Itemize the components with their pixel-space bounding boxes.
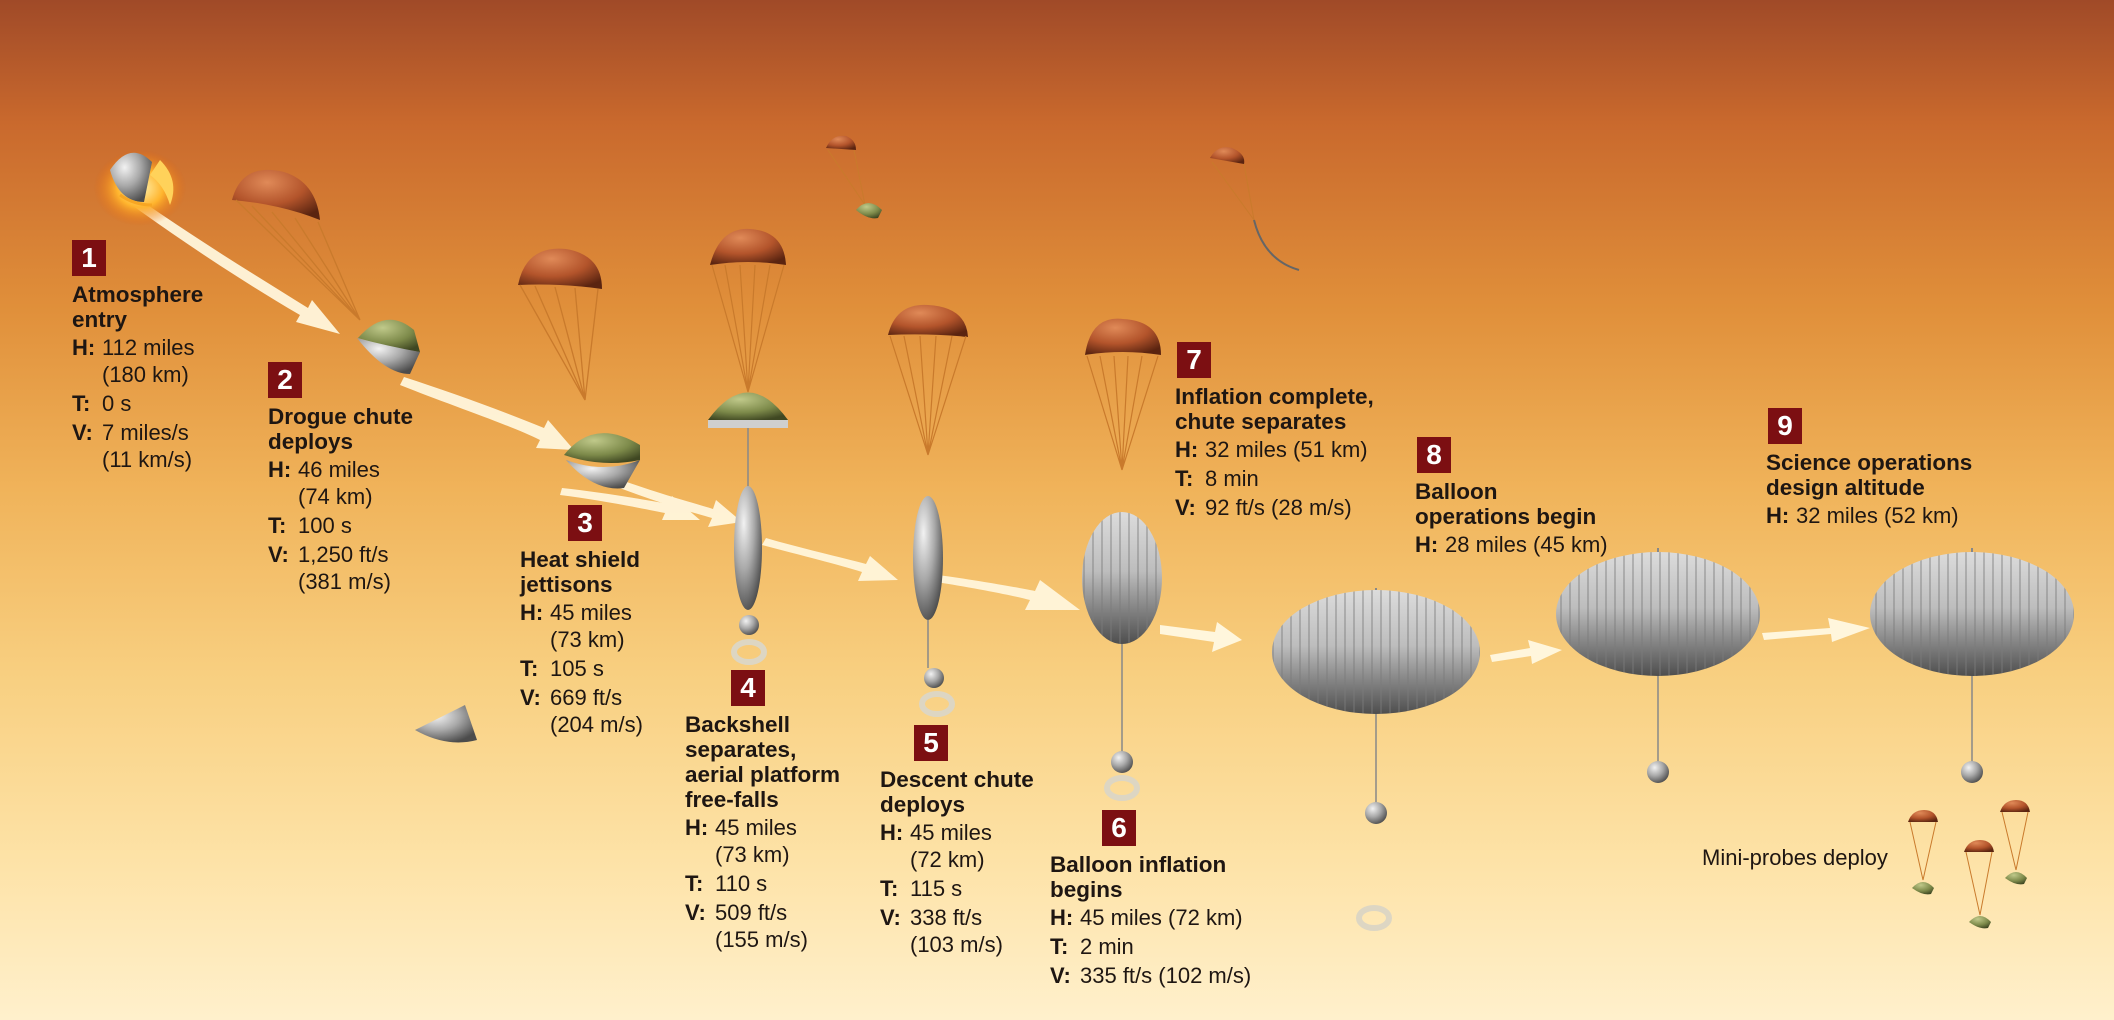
step-title: Drogue chute deploys [268,404,414,454]
step-title: Backshell separates, aerial platform fre… [685,712,841,812]
step-4: 4 Backshell separates, aerial platform f… [685,670,840,955]
velocity-stat: V:92 ft/s (28 m/s) [1175,495,1352,520]
step-number-badge: 7 [1177,342,1211,378]
velocity-stat: V:7 miles/s (11 km/s) [72,420,193,472]
inflating-balloon-6 [1082,318,1162,801]
step-title: Science operations design altitude [1766,450,1973,500]
descent-chute-5 [888,304,968,717]
mini-chute-top [826,135,1300,271]
step-title: Balloon inflation begins [1050,852,1227,902]
step-6: 6 Balloon inflation begins H:45 miles (7… [1050,810,1251,991]
height-stat: H:45 miles (72 km) [1050,905,1243,930]
step-title: Descent chute deploys [880,767,1034,817]
main-chute-3 [518,248,640,489]
step-number-badge: 2 [268,362,302,398]
step-1: 1 Atmosphere entry H:112 miles (180 km) … [72,240,203,475]
time-stat: T:8 min [1175,466,1259,491]
step-number-badge: 1 [72,240,106,276]
time-stat: T:115 s [880,876,963,901]
time-stat: T:100 s [268,513,352,538]
step-title: Balloon operations begin [1415,479,1597,529]
step-number-badge: 9 [1768,408,1802,444]
backshell-4 [708,228,788,665]
height-stat: H:32 miles (51 km) [1175,437,1368,462]
step-3: 3 Heat shield jettisons H:45 miles (73 k… [520,505,643,740]
time-stat: T:110 s [685,871,768,896]
velocity-stat: V:669 ft/s (204 m/s) [520,685,643,737]
height-stat: H:32 miles (52 km) [1766,503,1959,528]
velocity-stat: V:338 ft/s (103 m/s) [880,905,1003,957]
step-5: 5 Descent chute deploys H:45 miles (72 k… [880,725,1034,960]
balloon-7 [1272,588,1480,931]
velocity-stat: V:509 ft/s (155 m/s) [685,900,808,952]
balloon-8 [1556,548,1760,783]
step-title: Inflation complete, chute separates [1175,384,1374,434]
step-number-badge: 3 [568,505,602,541]
balloon-9 [1870,548,2074,783]
mini-probes-label: Mini-probes deploy [1702,845,1888,870]
step-title: Atmosphere entry [72,282,204,332]
step-number-badge: 5 [914,725,948,761]
heat-shield-falling [415,705,477,743]
step-2: 2 Drogue chute deploys H:46 miles (74 km… [268,362,413,597]
time-stat: T:2 min [1050,934,1134,959]
step-number-badge: 8 [1417,437,1451,473]
height-stat: H:46 miles (74 km) [268,457,380,509]
trajectory-arrows [125,194,1080,610]
time-stat: T:0 s [72,391,132,416]
time-stat: T:105 s [520,656,604,681]
height-stat: H:45 miles (73 km) [685,815,797,867]
step-title: Heat shield jettisons [520,547,641,597]
step-number-badge: 6 [1102,810,1136,846]
entry-capsule [94,150,186,226]
step-8: 8 Balloon operations begin H:28 miles (4… [1415,437,1608,560]
mini-probes [1908,800,2030,929]
velocity-stat: V:1,250 ft/s (381 m/s) [268,542,391,594]
height-stat: H:28 miles (45 km) [1415,532,1608,557]
height-stat: H:45 miles (72 km) [880,820,992,872]
drogue-chute [232,169,420,374]
velocity-stat: V:335 ft/s (102 m/s) [1050,963,1252,988]
height-stat: H:45 miles (73 km) [520,600,632,652]
step-9: 9 Science operations design altitude H:3… [1766,408,1972,531]
arrow-8 [1160,618,1870,664]
height-stat: H:112 miles (180 km) [72,335,195,387]
step-7: 7 Inflation complete, chute separates H:… [1175,342,1374,523]
step-number-badge: 4 [731,670,765,706]
